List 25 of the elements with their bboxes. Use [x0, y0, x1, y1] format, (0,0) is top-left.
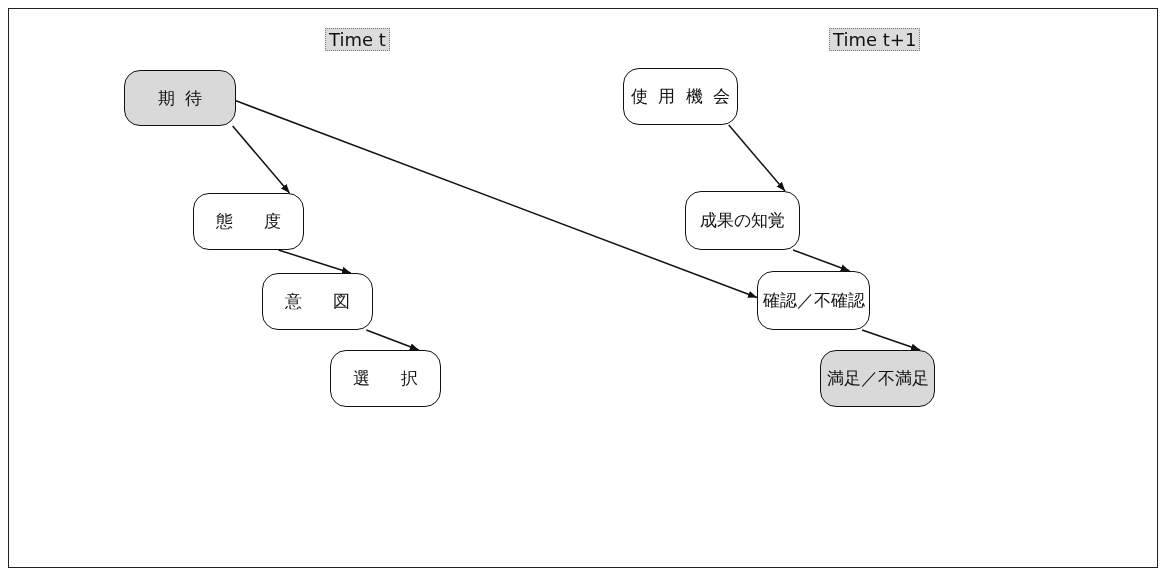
arrow: [728, 124, 786, 192]
node-label: 意図: [285, 290, 381, 313]
arrow: [861, 329, 921, 351]
concept-box: [685, 191, 800, 250]
node-label: 使用機会: [631, 85, 740, 108]
node-label: 選択: [353, 367, 449, 390]
node-label: 成果の知覚: [700, 209, 785, 232]
concept-box: [262, 273, 373, 330]
concept-box: [330, 350, 441, 407]
arrow: [365, 329, 420, 351]
concept-box: [757, 271, 870, 330]
arrow: [792, 249, 851, 272]
arrow: [235, 100, 758, 299]
concept-box: [820, 350, 935, 407]
node-label: 満足／不満足: [826, 367, 929, 390]
node-label: 確認／不確認: [762, 289, 865, 312]
concept-box: [193, 193, 304, 250]
time-label: Time t+1: [829, 28, 921, 51]
node-label: 期待: [157, 86, 213, 110]
arrow: [277, 249, 352, 274]
concept-box: [124, 70, 236, 126]
arrow: [231, 125, 291, 194]
concept-box: [623, 68, 738, 125]
time-label: Time t: [325, 28, 390, 51]
node-label: 態度: [216, 210, 312, 233]
